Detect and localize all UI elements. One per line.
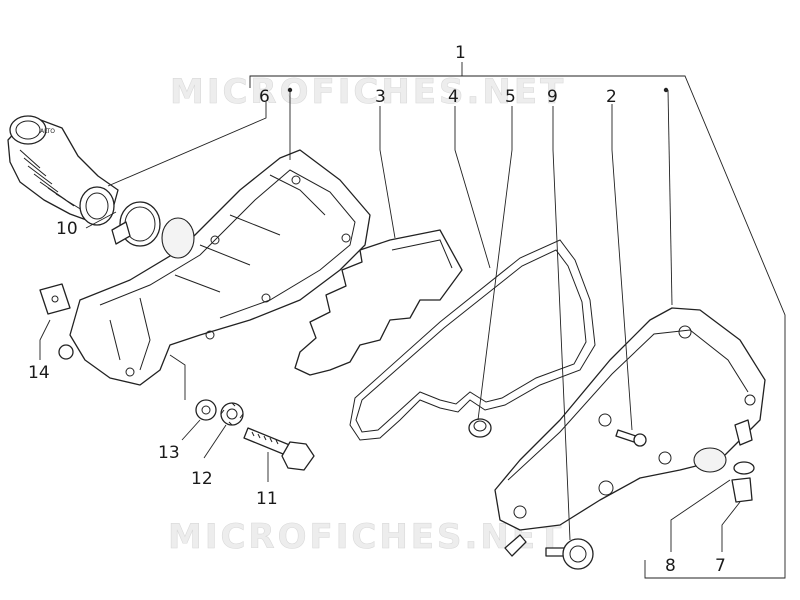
drain-cap-part bbox=[731, 477, 753, 503]
callout-2: 2 bbox=[606, 87, 617, 107]
bolt-part bbox=[243, 427, 315, 471]
callout-4: 4 bbox=[448, 87, 459, 107]
callout-11: 11 bbox=[256, 489, 278, 509]
filter-element-part bbox=[294, 229, 463, 376]
hose-clamp-part bbox=[111, 201, 161, 247]
washer-part bbox=[195, 399, 217, 421]
callout-6: 6 bbox=[259, 87, 270, 107]
small-clamp-part bbox=[733, 461, 755, 475]
watermark-top: MICROFICHES.NET bbox=[170, 72, 566, 112]
screw-part bbox=[615, 429, 647, 447]
air-box-cover-part bbox=[494, 307, 766, 531]
gasket-part bbox=[349, 239, 596, 441]
grommet-part bbox=[468, 418, 492, 438]
callout-8: 8 bbox=[665, 556, 676, 576]
watermark-bottom: MICROFICHES.NET bbox=[168, 517, 564, 557]
callout-5: 5 bbox=[505, 87, 516, 107]
assembly-bracket bbox=[249, 62, 786, 579]
callout-12: 12 bbox=[191, 469, 213, 489]
callout-1: 1 bbox=[455, 43, 466, 63]
callout-9: 9 bbox=[547, 87, 558, 107]
lock-washer-part bbox=[220, 402, 244, 426]
callout-7: 7 bbox=[715, 556, 726, 576]
callout-14: 14 bbox=[28, 363, 50, 383]
drain-knob-part bbox=[504, 534, 594, 570]
clip-nut-part bbox=[39, 283, 71, 315]
callout-10: 10 bbox=[56, 219, 78, 239]
air-box-housing-part bbox=[58, 149, 371, 386]
callout-13: 13 bbox=[158, 443, 180, 463]
callout-3: 3 bbox=[375, 87, 386, 107]
callout-labels: 1 2 3 4 5 6 7 8 9 10 11 12 13 14 bbox=[28, 43, 726, 576]
leader-lines bbox=[39, 87, 741, 552]
hose-marking-text: ALTO bbox=[40, 128, 55, 135]
intake-hose-part: ALTO bbox=[7, 115, 119, 226]
